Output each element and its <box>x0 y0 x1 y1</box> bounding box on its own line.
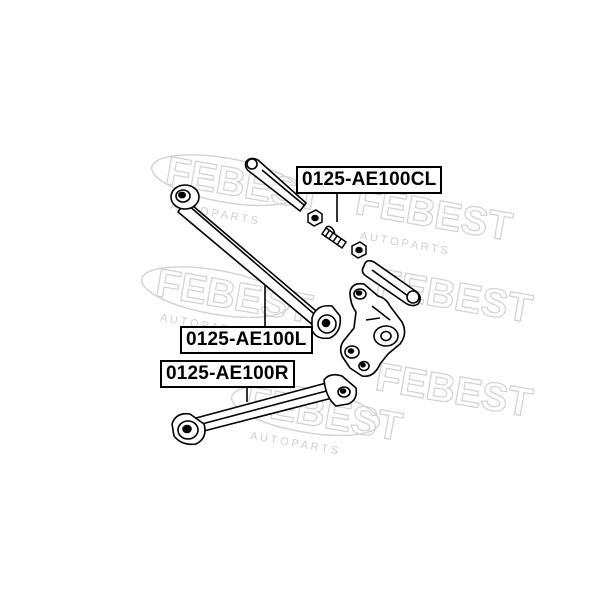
lower-long-arm <box>171 373 358 446</box>
part-label-0125-ae100cl: 0125-AE100CL <box>296 166 443 194</box>
upper-long-arm <box>170 184 342 340</box>
knuckle <box>339 282 406 378</box>
lower-toe-rod <box>361 259 422 307</box>
upper-toe-rod <box>244 157 308 213</box>
part-label-0125-ae100r: 0125-AE100R <box>160 360 295 388</box>
leader-lines <box>246 192 338 402</box>
adjusting-bolt <box>307 209 367 259</box>
part-label-0125-ae100l: 0125-AE100L <box>180 326 313 354</box>
